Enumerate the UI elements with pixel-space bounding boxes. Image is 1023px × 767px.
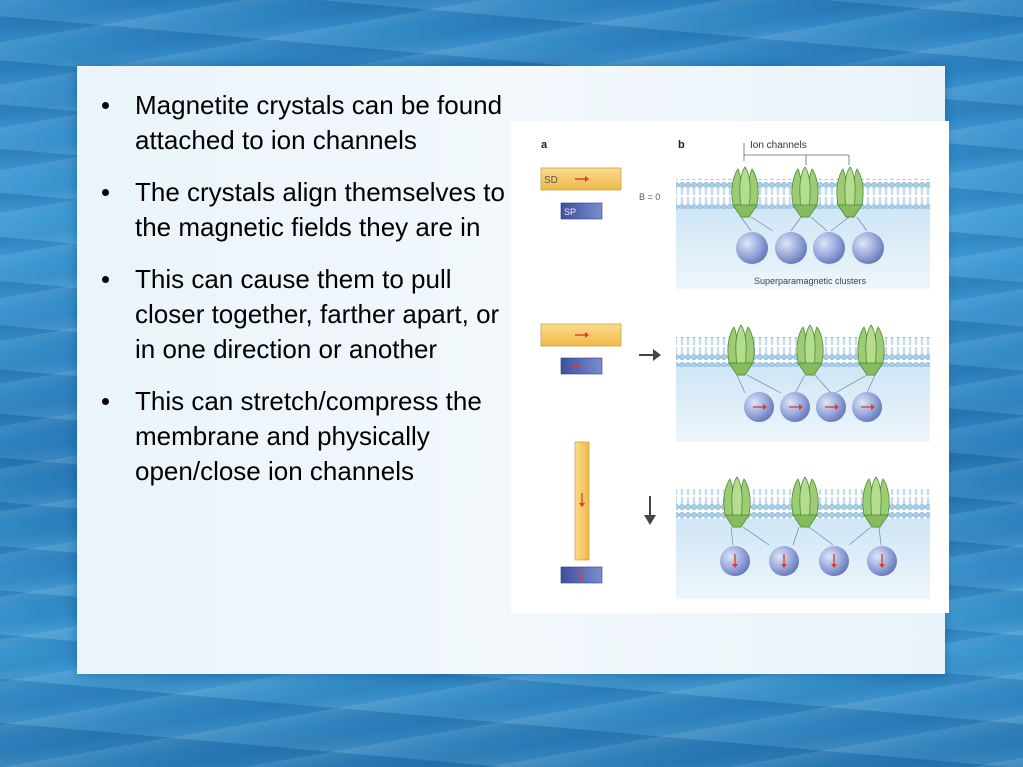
bullet-text: This can cause them to pull closer toget… — [135, 264, 500, 364]
sd-label: SD — [544, 175, 558, 186]
ion-channel-icon — [731, 166, 759, 218]
row-vertical-field — [560, 441, 930, 599]
bullet-item: Magnetite crystals can be found attached… — [100, 88, 510, 158]
sp-label: SP — [564, 207, 576, 217]
ion-channel-figure: a b Ion channels SD SP B = 0 — [511, 121, 949, 613]
bullet-text: Magnetite crystals can be found attached… — [135, 90, 503, 155]
bullet-text: This can stretch/compress the membrane a… — [135, 386, 482, 486]
panel-a-label: a — [541, 139, 548, 151]
ion-channel-icon — [796, 324, 824, 376]
bullet-dot-icon — [102, 276, 109, 283]
arrow-down-icon — [579, 503, 585, 507]
bullet-item: The crystals align themselves to the mag… — [100, 175, 510, 245]
ion-channel-icon — [791, 166, 819, 218]
field-arrow-down-icon — [644, 515, 656, 525]
bullet-dot-icon — [102, 102, 109, 109]
ion-channel-icon — [862, 476, 890, 528]
aligned-clusters-vertical — [720, 546, 897, 576]
row-horizontal-field — [540, 323, 930, 442]
row-zero-field: SD SP B = 0 Superparamagnetic clusters — [540, 166, 930, 289]
clusters-label: Superparamagnetic clusters — [754, 276, 867, 286]
bullet-list: Magnetite crystals can be found attached… — [100, 88, 510, 506]
ion-channel-icon — [727, 324, 755, 376]
arrow-right-icon — [585, 332, 589, 338]
magnetite-cluster-icon — [736, 232, 768, 264]
panel-b-label: b — [678, 139, 685, 151]
sp-bar — [560, 357, 603, 375]
field-arrow-right-icon — [653, 349, 661, 361]
bullet-text: The crystals align themselves to the mag… — [135, 177, 505, 242]
ion-channel-icon — [723, 476, 751, 528]
ion-channel-icon — [836, 166, 864, 218]
sp-bar — [560, 202, 603, 220]
magnetite-cluster-icon — [813, 232, 845, 264]
ion-channel-icon — [791, 476, 819, 528]
bullet-item: This can cause them to pull closer toget… — [100, 262, 510, 367]
bullet-item: This can stretch/compress the membrane a… — [100, 384, 510, 489]
bullet-dot-icon — [102, 398, 109, 405]
b-zero-label: B = 0 — [639, 192, 660, 202]
ion-channel-icon — [857, 324, 885, 376]
arrow-right-icon — [585, 176, 589, 182]
aligned-clusters — [744, 392, 882, 422]
magnetite-cluster-icon — [852, 232, 884, 264]
bullet-dot-icon — [102, 189, 109, 196]
ion-channels-label: Ion channels — [750, 140, 807, 151]
magnetite-cluster-icon — [775, 232, 807, 264]
